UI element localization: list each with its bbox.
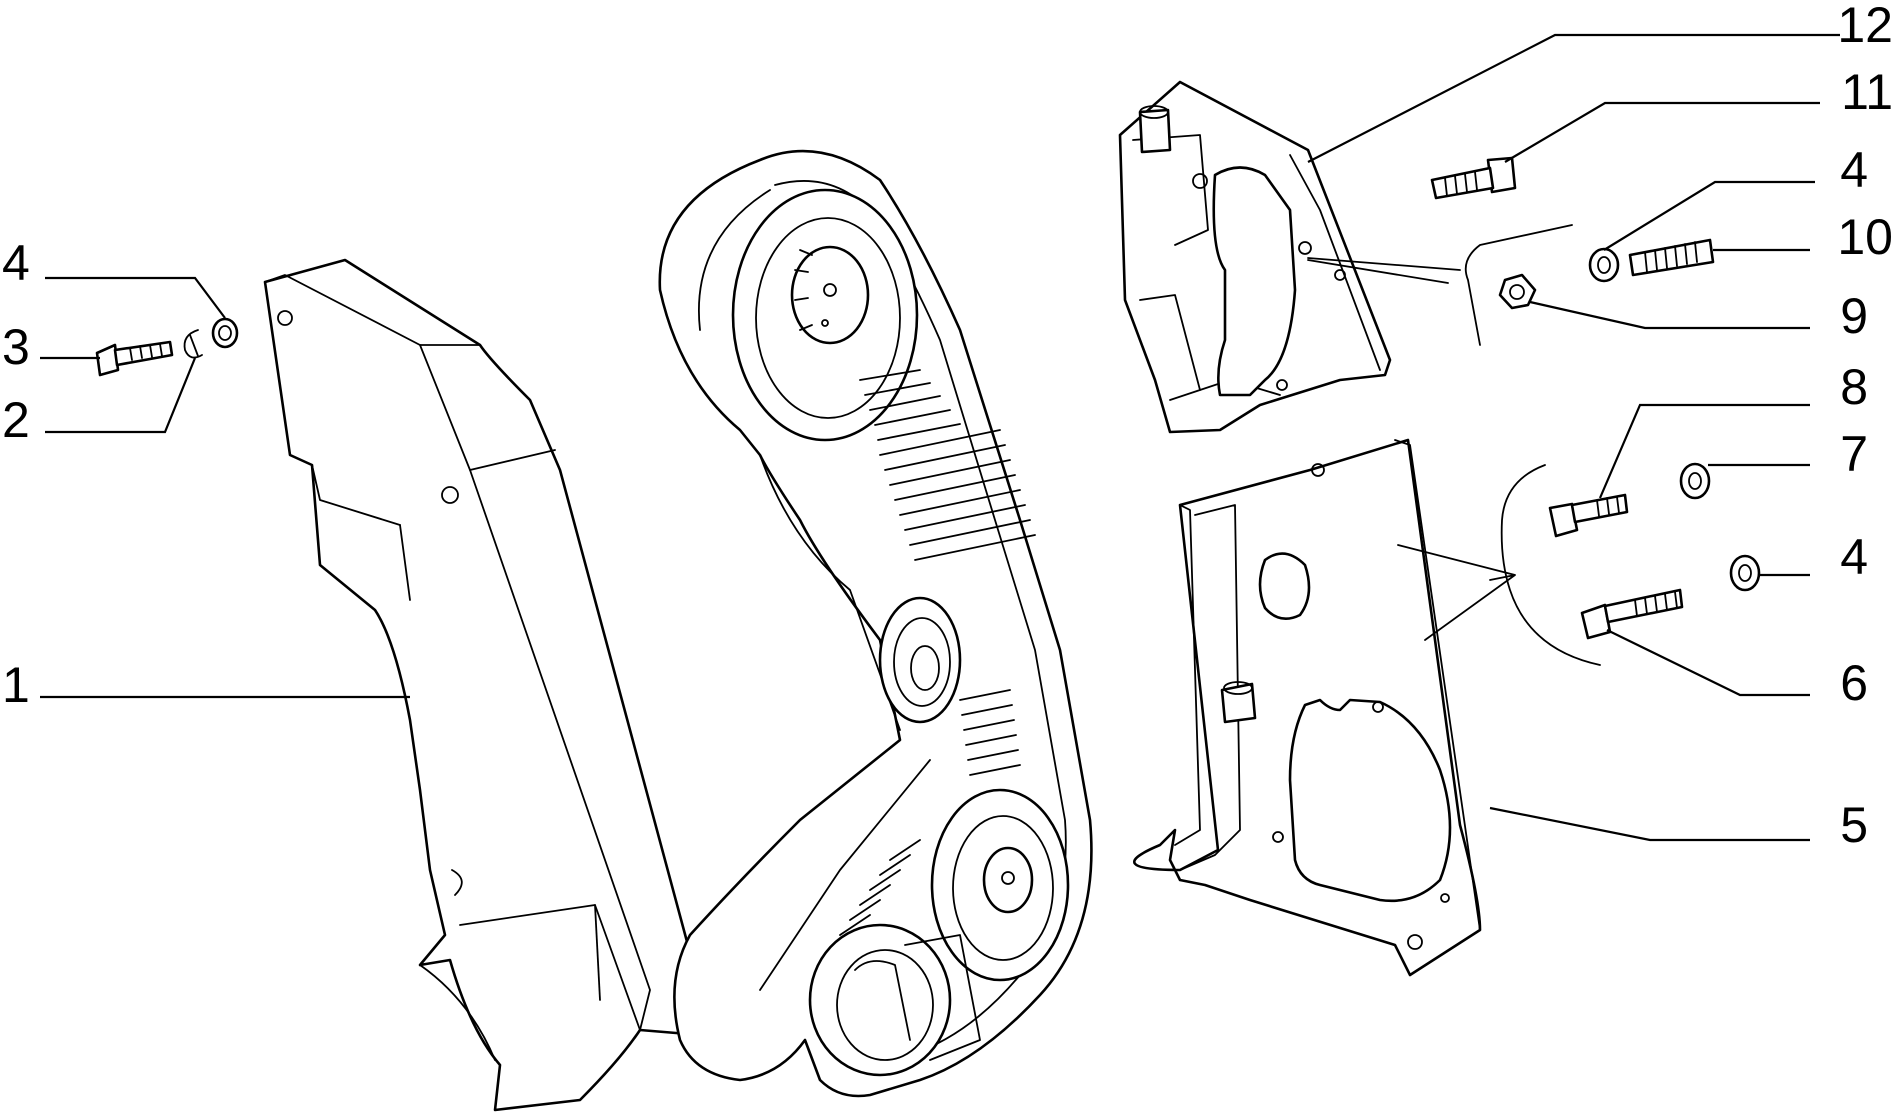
upper-inner-cover xyxy=(1118,80,1392,434)
label-right-10: 10 xyxy=(1837,209,1893,265)
label-right-5: 5 xyxy=(1840,797,1868,853)
bolt-11 xyxy=(1430,156,1517,200)
nut-9 xyxy=(1498,273,1537,310)
clip-2 xyxy=(183,329,203,359)
label-right-4b: 4 xyxy=(1840,529,1868,585)
leader-lines xyxy=(40,33,1840,842)
belt-teeth-upper xyxy=(859,369,1036,561)
part-labels: 4 3 2 1 12 11 4 10 9 8 7 4 6 5 xyxy=(2,0,1893,853)
washer-4-left xyxy=(211,317,239,349)
pointer-lines-upper-cover xyxy=(1307,257,1461,284)
outer-timing-cover xyxy=(263,258,702,1112)
group-bracket-bottom xyxy=(1500,464,1601,666)
washer-4-right-top xyxy=(1588,247,1620,283)
washer-7 xyxy=(1679,462,1711,500)
label-left-3: 3 xyxy=(2,319,30,375)
label-right-9: 9 xyxy=(1840,288,1868,344)
label-right-4a: 4 xyxy=(1840,142,1868,198)
label-right-7: 7 xyxy=(1840,426,1868,482)
pointer-lines-lower-cover xyxy=(1397,544,1516,641)
tensioner-pulley xyxy=(930,788,1070,982)
label-right-11: 11 xyxy=(1841,64,1893,120)
belt-teeth-lower xyxy=(839,689,1021,936)
bolt-3 xyxy=(95,340,174,377)
group-bracket-top xyxy=(1464,224,1573,346)
stud-10 xyxy=(1628,238,1715,277)
bolt-8 xyxy=(1548,493,1629,538)
label-left-1: 1 xyxy=(2,657,30,713)
idler-pulley xyxy=(878,596,962,724)
bolt-6 xyxy=(1580,588,1684,640)
label-right-6: 6 xyxy=(1840,655,1868,711)
label-right-12: 12 xyxy=(1837,0,1893,53)
washer-4-right-bottom xyxy=(1729,554,1761,592)
camshaft-pulley xyxy=(731,188,919,442)
label-left-4: 4 xyxy=(2,235,30,291)
label-right-8: 8 xyxy=(1840,359,1868,415)
crankshaft-pulley xyxy=(808,923,981,1077)
label-left-2: 2 xyxy=(2,392,30,448)
lower-inner-cover xyxy=(1133,438,1482,977)
